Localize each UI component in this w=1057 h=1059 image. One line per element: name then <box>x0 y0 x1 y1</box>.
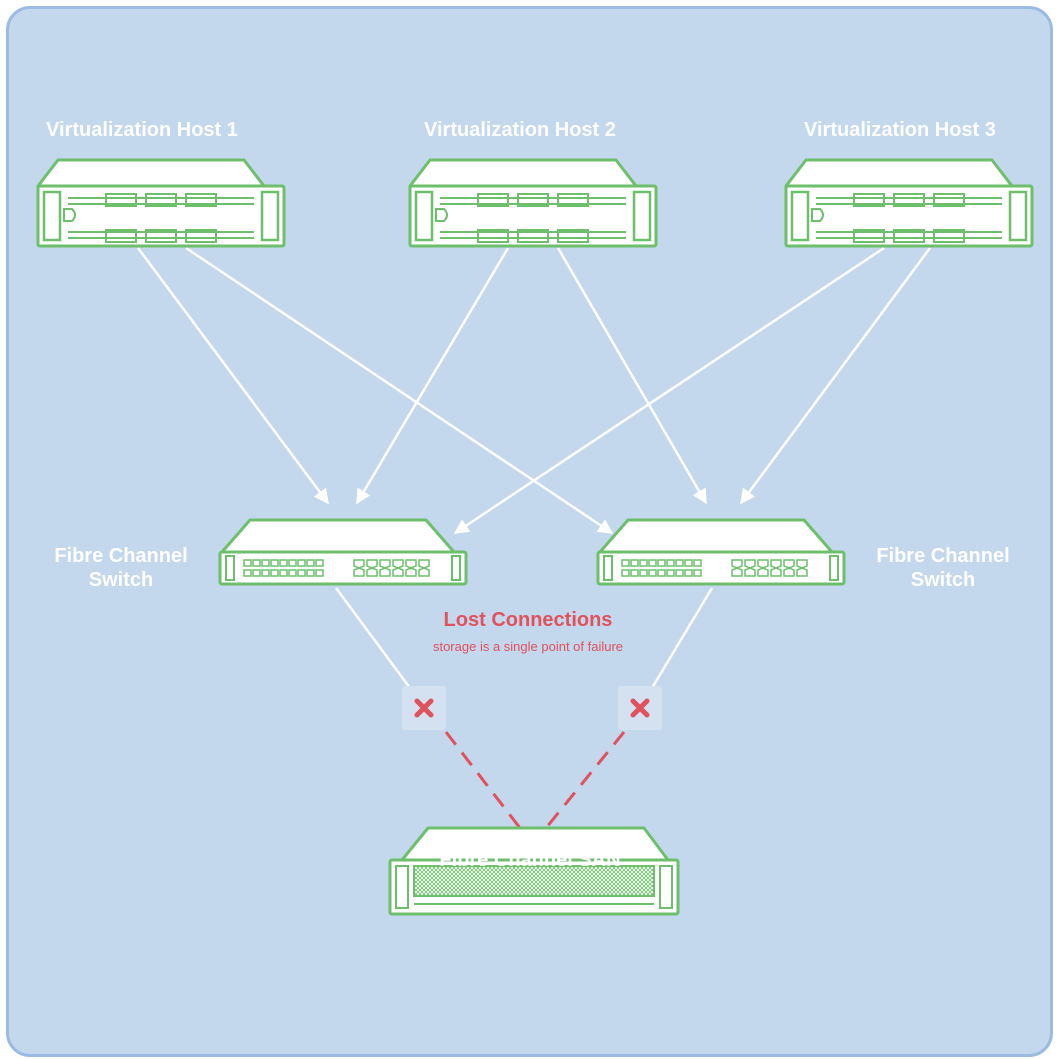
link-lines <box>136 246 932 829</box>
switch-1-label-line2: Switch <box>88 569 154 591</box>
switch-1-icon <box>218 518 468 586</box>
close-icon <box>630 698 650 718</box>
host-2-label: Virtualization Host 2 <box>424 119 616 141</box>
failure-marker-right <box>618 686 662 730</box>
link-host2-switch2 <box>556 247 708 505</box>
link-host1-switch2 <box>185 246 614 535</box>
failure-marker-left <box>402 686 446 730</box>
host-3-server-icon <box>784 158 1034 248</box>
failure-subtitle: storage is a single point of failure <box>432 639 624 654</box>
host-1-label: Virtualization Host 1 <box>46 119 238 141</box>
link-host3-switch2 <box>739 247 932 505</box>
link-host2-switch1 <box>355 247 510 505</box>
switch-2-label-line1: Fibre Channel <box>876 545 1010 567</box>
switch-1-label-line1: Fibre Channel <box>54 545 188 567</box>
link-host3-switch1 <box>453 246 885 535</box>
host-3-label: Virtualization Host 3 <box>804 119 996 141</box>
lost-link-right <box>544 731 626 829</box>
link-switch2-failure <box>650 587 714 689</box>
close-icon <box>414 698 434 718</box>
switch-2-label-line2: Switch <box>910 569 976 591</box>
host-2-server-icon <box>408 158 658 248</box>
switch-2-icon <box>596 518 846 586</box>
switch-1-label: Fibre Channel Switch <box>41 544 201 592</box>
link-host1-switch1 <box>136 247 330 505</box>
san-storage-icon <box>388 826 680 916</box>
lost-link-left <box>444 731 522 829</box>
host-1-server-icon <box>36 158 286 248</box>
switch-2-label: Fibre Channel Switch <box>863 544 1023 592</box>
san-label: Fibre Channel SAN <box>439 849 621 871</box>
link-switch1-failure <box>334 587 412 689</box>
failure-title: Lost Connections <box>443 609 613 631</box>
